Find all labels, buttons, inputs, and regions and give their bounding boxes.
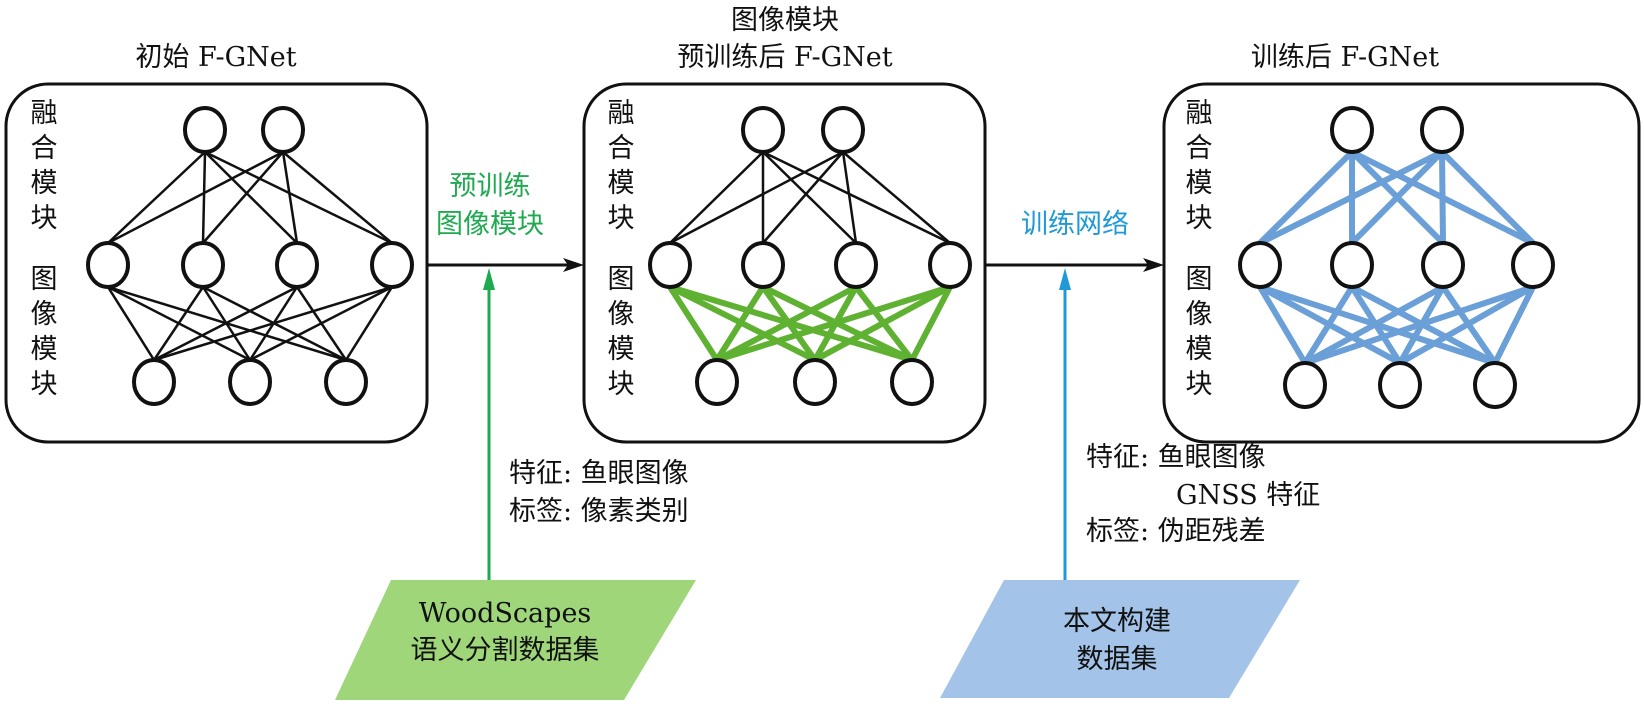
fusion-edge — [204, 150, 393, 245]
arrow-own-dataset-head — [1059, 268, 1071, 290]
image-edge — [1304, 284, 1534, 366]
image-edge — [153, 285, 298, 362]
image-edge — [106, 286, 156, 361]
hidden-node — [275, 241, 319, 289]
input-node — [324, 358, 368, 406]
step-label-train: 训练网络 — [1021, 209, 1129, 240]
dataset-own-desc: 数据集 — [1076, 644, 1158, 675]
train-features-extra-note: GNSS 特征 — [1176, 480, 1321, 511]
image-edge — [716, 284, 951, 363]
fusion-edge — [762, 150, 951, 245]
input-node — [793, 358, 837, 406]
fusion-edge — [1258, 149, 1444, 246]
fusion-edge — [204, 151, 298, 244]
fusion-edge — [282, 151, 393, 244]
fusion-edge — [201, 151, 207, 244]
image-edge — [813, 284, 952, 363]
fusion-edge — [842, 151, 951, 244]
fusion-edge — [841, 151, 858, 244]
arrow-train-head — [1143, 258, 1164, 272]
image-edge — [909, 285, 953, 362]
image-edge — [1257, 285, 1308, 365]
hidden-node — [1238, 241, 1282, 289]
fusion-edge — [669, 151, 764, 244]
fusion-edge — [107, 150, 284, 245]
dataset-woodscapes-desc: 语义分割数据集 — [410, 635, 600, 666]
hidden-node — [1330, 241, 1374, 289]
image-edge — [1303, 284, 1445, 366]
hidden-node — [181, 241, 225, 289]
image-edge — [152, 286, 205, 361]
dataset-own-name: 本文构建 — [1063, 606, 1171, 637]
train-features-note: 特征: 鱼眼图像 — [1086, 442, 1266, 473]
panel-frame-pretrained — [582, 82, 987, 444]
output-node — [1330, 106, 1374, 154]
fusion-edge — [1349, 149, 1445, 246]
hidden-node — [370, 241, 414, 289]
panel-title-pretrained-line2: 预训练后 F-GNet — [677, 42, 893, 73]
image-edge — [153, 285, 393, 362]
panel-frame-initial — [4, 82, 429, 444]
image-module-label: 图像模块 — [607, 264, 635, 400]
fusion-edge — [762, 151, 857, 244]
hidden-node — [741, 241, 785, 289]
input-node — [1473, 361, 1517, 409]
hidden-node — [648, 241, 692, 289]
hidden-node — [834, 241, 878, 289]
step-label-pretrain-line1: 预训练 — [449, 171, 531, 202]
panel-title-pretrained-line1: 图像模块 — [731, 5, 839, 36]
fusion-edge — [669, 150, 844, 245]
panel-title-trained: 训练后 F-GNet — [1250, 42, 1440, 73]
output-node — [741, 106, 785, 154]
hidden-node — [86, 241, 130, 289]
panel-title-initial: 初始 F-GNet — [135, 42, 297, 73]
output-node — [1420, 106, 1464, 154]
image-module-label: 图像模块 — [1185, 264, 1213, 400]
fusion-module-label: 融合模块 — [607, 98, 635, 234]
hidden-node — [1421, 241, 1465, 289]
train-labels-note: 标签: 伪距残差 — [1086, 516, 1266, 547]
image-edge — [1492, 285, 1536, 365]
fusion-module-label: 融合模块 — [1185, 98, 1213, 234]
input-node — [228, 358, 272, 406]
hidden-node — [1511, 241, 1555, 289]
input-node — [1378, 361, 1422, 409]
input-node — [132, 358, 176, 406]
input-node — [890, 358, 934, 406]
arrow-woodscapes-head — [483, 268, 495, 290]
fusion-edge — [281, 151, 299, 244]
fusion-edge — [1439, 151, 1446, 244]
fusion-edge — [1439, 149, 1536, 246]
fusion-edge — [762, 151, 844, 244]
step-label-pretrain-line2: 图像模块 — [436, 209, 544, 240]
dataset-own-shape — [940, 580, 1300, 698]
fusion-edge — [202, 151, 284, 244]
panel-frame-trained — [1162, 82, 1641, 444]
arrow-pretrain-head — [563, 258, 584, 272]
image-edge — [249, 285, 393, 362]
image-edge — [667, 285, 720, 362]
dataset-woodscapes-name: WoodScapes — [418, 598, 592, 629]
image-edge — [715, 284, 858, 363]
dataset-woodscapes-shape — [335, 580, 696, 700]
output-node — [261, 106, 305, 154]
pretrain-labels-note: 标签: 像素类别 — [509, 496, 689, 527]
image-edge — [1302, 285, 1355, 365]
image-edge — [344, 286, 394, 361]
output-node — [821, 106, 865, 154]
fusion-edge — [107, 151, 206, 244]
input-node — [1283, 361, 1327, 409]
image-edge — [1398, 284, 1535, 366]
image-module-label: 图像模块 — [30, 264, 58, 400]
output-node — [183, 106, 227, 154]
image-edge — [714, 285, 766, 362]
fusion-edge — [1257, 149, 1355, 246]
pretrain-features-note: 特征: 鱼眼图像 — [509, 458, 689, 489]
input-node — [695, 358, 739, 406]
hidden-node — [928, 241, 972, 289]
fusion-module-label: 融合模块 — [30, 98, 58, 234]
